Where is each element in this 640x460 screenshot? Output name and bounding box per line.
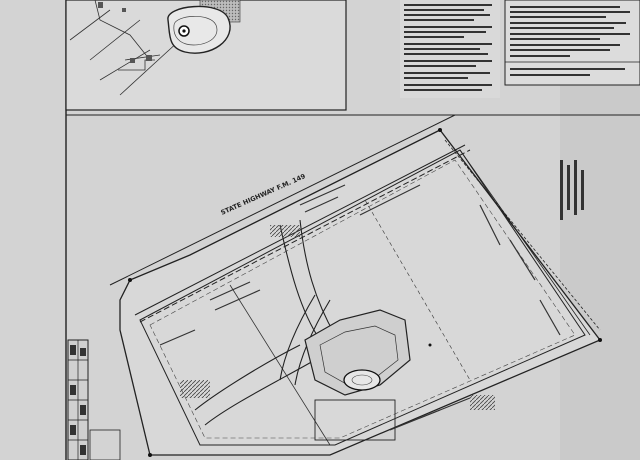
driveway: [194, 219, 336, 426]
vicinity-map-inset: [65, 0, 347, 111]
certification-block: [504, 0, 640, 86]
property-lot: [109, 114, 602, 456]
vicinity-pond: [167, 5, 231, 54]
survey-monuments: [128, 128, 602, 457]
inner-lot-boundary: [139, 149, 586, 446]
residence-pool: [343, 369, 381, 391]
bearing-annotations: [159, 184, 561, 431]
title-block: [67, 339, 121, 460]
residence-structure: [304, 309, 411, 441]
survey-notes-block: [400, 0, 500, 98]
hatched-areas: [180, 225, 495, 410]
right-edge-annotation: [560, 160, 584, 220]
